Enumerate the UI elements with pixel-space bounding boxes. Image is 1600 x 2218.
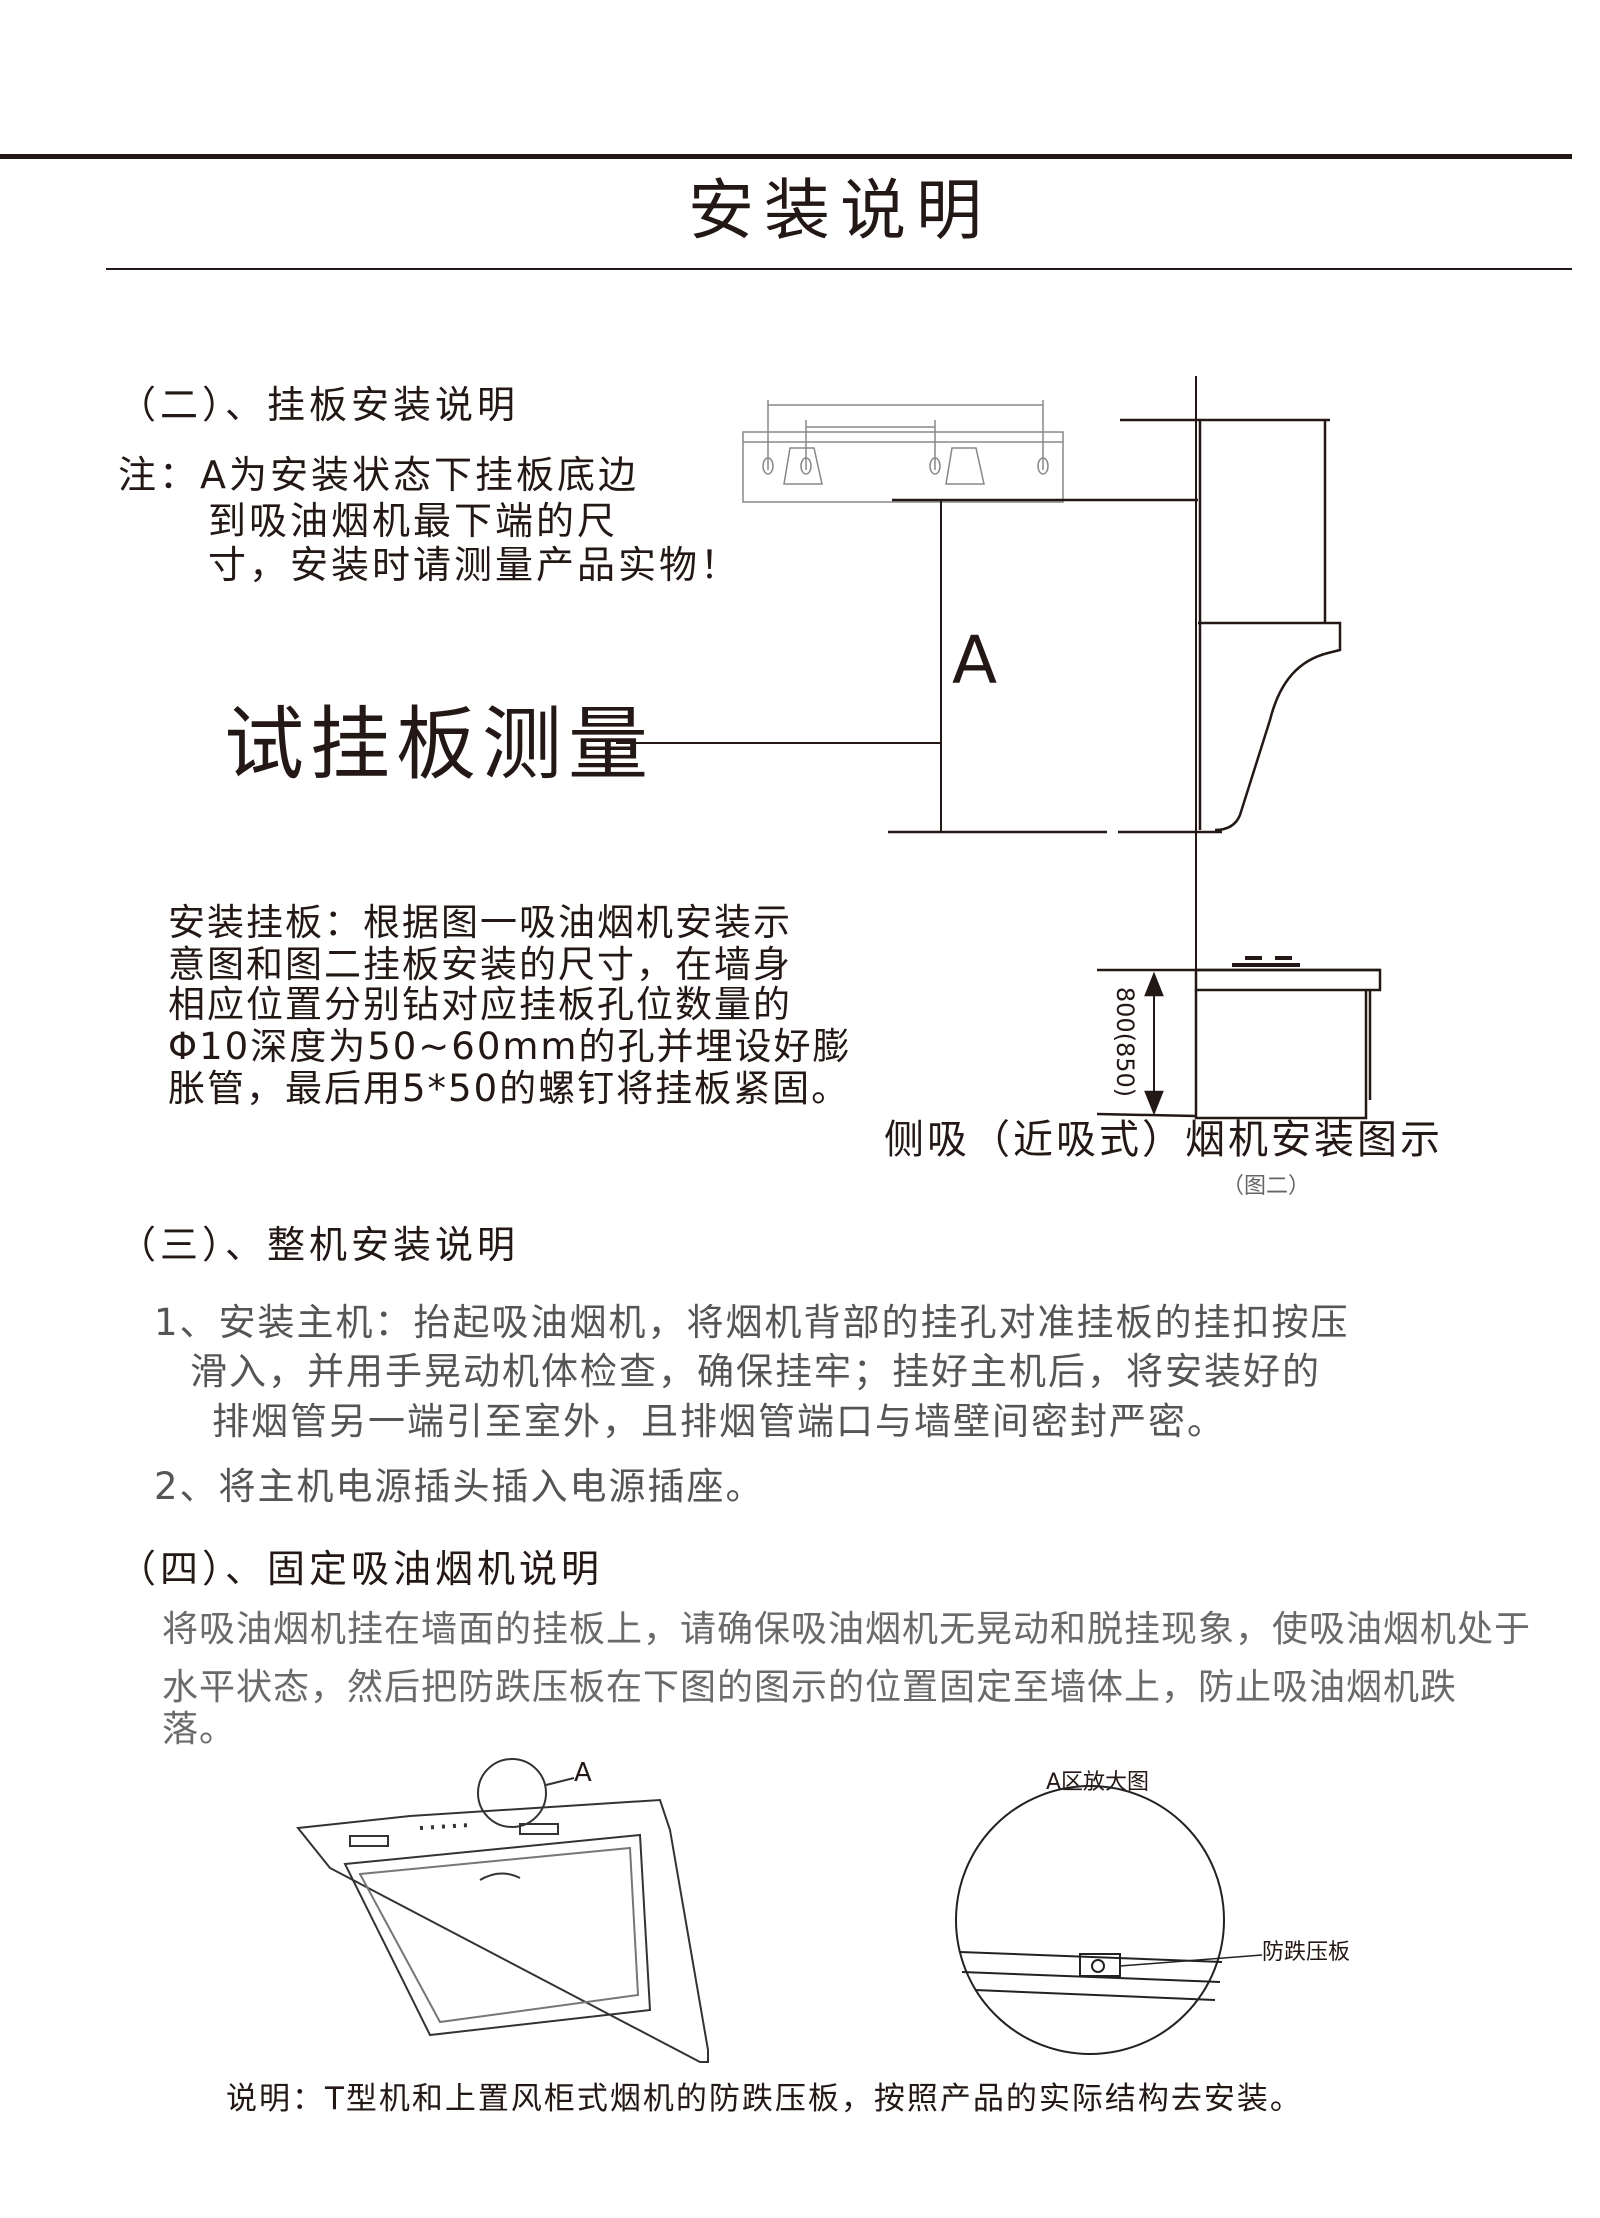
instruction-line-1: 安装挂板：根据图一吸油烟机安装示 <box>168 901 792 944</box>
item1-line-1: 1、安装主机：抬起吸油烟机，将烟机背部的挂孔对准挂板的挂扣按压 <box>154 1301 1350 1344</box>
dimension-label-a: A <box>952 622 998 699</box>
item1-line-2: 滑入，并用手晃动机体检查，确保挂牢；挂好主机后，将安装好的 <box>190 1350 1321 1393</box>
note-line-2: 到吸油烟机最下端的尺 <box>208 499 619 543</box>
instruction-line-2: 意图和图二挂板安装的尺寸，在墙身 <box>168 943 792 986</box>
section4-line-3: 落。 <box>162 1709 237 1750</box>
section4-line-2: 水平状态，然后把防跌压板在下图的图示的位置固定至墙体上，防止吸油烟机跌 <box>162 1667 1458 1708</box>
cabinet-stove-drawing <box>1096 956 1382 1120</box>
hanging-plate-drawing <box>742 400 1064 503</box>
title-rule <box>106 268 1572 270</box>
figure-caption: 侧吸（近吸式）烟机安装图示 <box>884 1117 1443 1163</box>
item1-line-3: 排烟管另一端引至室外，且排烟管端口与墙壁间密封严密。 <box>212 1400 1226 1443</box>
section4-heading: （四）、固定吸油烟机说明 <box>118 1547 604 1591</box>
section4-line-1: 将吸油烟机挂在墙面的挂板上，请确保吸油烟机无晃动和脱挂现象，使吸油烟机处于 <box>162 1609 1532 1650</box>
range-hood-side-view <box>1195 376 1342 1118</box>
instruction-line-3: 相应位置分别钻对应挂板孔位数量的 <box>168 983 792 1026</box>
item2-line: 2、将主机电源插头插入电源插座。 <box>154 1465 765 1508</box>
footnote: 说明：T型机和上置风柜式烟机的防跌压板，按照产品的实际结构去安装。 <box>226 2081 1303 2117</box>
instruction-line-5: 胀管，最后用5*50的螺钉将挂板紧固。 <box>168 1067 851 1110</box>
note-line-3: 寸，安装时请测量产品实物！ <box>208 543 742 587</box>
instruction-line-4: Φ10深度为50~60mm的孔并埋设好膨 <box>168 1025 852 1068</box>
zoom-detail-circle <box>955 1785 1263 2055</box>
trial-measure-callout: 试挂板测量 <box>224 698 654 791</box>
anti-fall-plate-label: 防跌压板 <box>1262 1940 1351 1965</box>
zone-a-label: A <box>574 1758 592 1788</box>
note-line-1: 注：A为安装状态下挂板底边 <box>118 453 639 497</box>
page-title: 安装说明 <box>688 172 992 249</box>
dimension-lines <box>616 418 1222 834</box>
top-rule <box>0 154 1572 159</box>
section2-heading: （二）、挂板安装说明 <box>118 383 520 427</box>
hood-perspective-drawing <box>296 1758 709 2063</box>
section3-heading: （三）、整机安装说明 <box>118 1223 520 1267</box>
figure-number: （图二） <box>1222 1174 1311 1199</box>
